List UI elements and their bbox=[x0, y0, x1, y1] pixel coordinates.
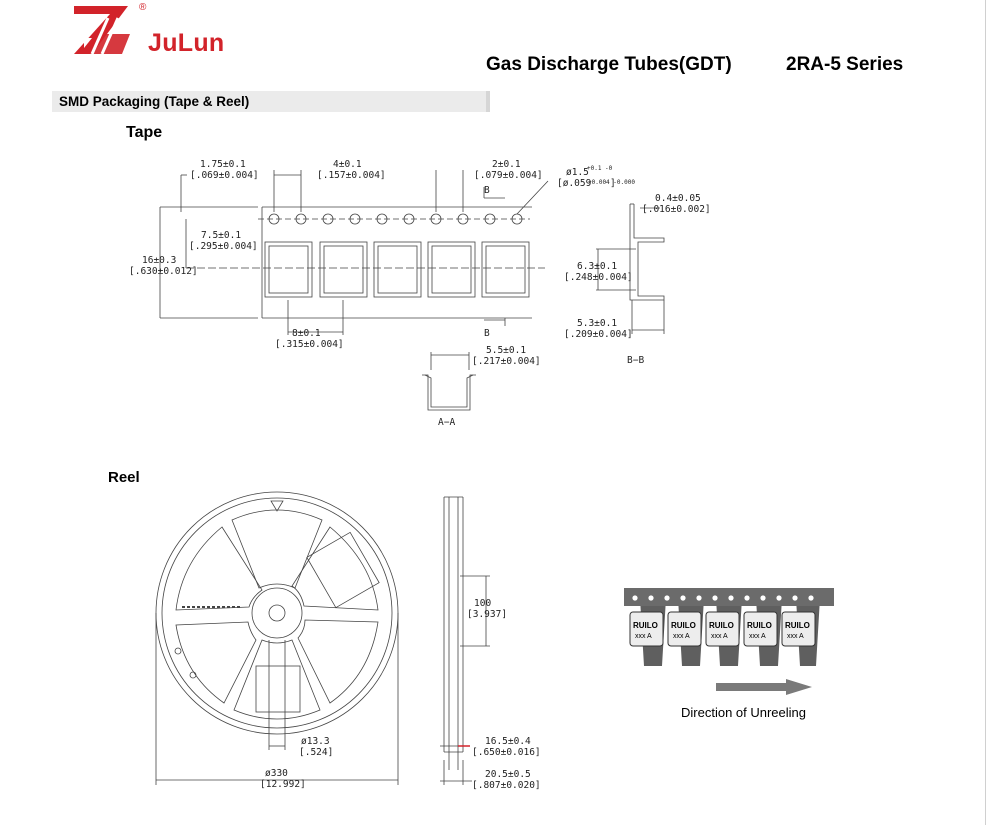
section-marker-b-bottom: B bbox=[484, 328, 490, 339]
dim-0.4-in: [.016±0.002] bbox=[642, 204, 711, 215]
dim-8-in: [.315±0.004] bbox=[275, 339, 344, 350]
view-label-aa: A−A bbox=[438, 417, 455, 428]
dim-8: 8±0.1 bbox=[292, 328, 321, 339]
document-title: Gas Discharge Tubes(GDT) bbox=[486, 54, 732, 75]
dim-4: 4±0.1 bbox=[333, 159, 362, 170]
part-label-1: RUILO bbox=[633, 621, 658, 630]
view-label-bb: B−B bbox=[627, 355, 644, 366]
dim-330: ø330 bbox=[265, 768, 288, 779]
dim-20.5-in: [.807±0.020] bbox=[472, 780, 541, 791]
dim-16: 16±0.3 bbox=[142, 255, 176, 266]
dim-16.5: 16.5±0.4 bbox=[485, 736, 531, 747]
dim-7.5: 7.5±0.1 bbox=[201, 230, 241, 241]
reel-heading: Reel bbox=[108, 469, 140, 486]
dim-5.3: 5.3±0.1 bbox=[577, 318, 617, 329]
dim-20.5: 20.5±0.5 bbox=[485, 769, 531, 780]
dim-100: 100 bbox=[474, 598, 491, 609]
dim-4-in: [.157±0.004] bbox=[317, 170, 386, 181]
dim-2: 2±0.1 bbox=[492, 159, 521, 170]
dim-100-in: [3.937] bbox=[467, 609, 507, 620]
dim-hole-tol: +0.1 -0 bbox=[587, 165, 613, 172]
part-label-3: RUILO bbox=[709, 621, 734, 630]
part-code-4: xxx A bbox=[749, 633, 766, 640]
series-name: 2RA-5 Series bbox=[786, 54, 904, 75]
part-label-5: RUILO bbox=[785, 621, 810, 630]
page-edge-rule bbox=[985, 0, 986, 825]
dim-2-in: [.079±0.004] bbox=[474, 170, 543, 181]
dim-16-in: [.630±0.012] bbox=[129, 266, 198, 277]
part-code-5: xxx A bbox=[787, 633, 804, 640]
tape-heading: Tape bbox=[126, 124, 163, 141]
dim-hole-in: [ø.059 bbox=[557, 178, 592, 189]
dim-13.3: ø13.3 bbox=[301, 736, 330, 747]
dim-6.3-in: [.248±0.004] bbox=[564, 272, 633, 283]
dim-hole-in-close: ] bbox=[610, 178, 616, 189]
dim-hole-in-tol: +0.004 -0.000 bbox=[588, 179, 635, 186]
unreel-arrow-icon bbox=[716, 679, 812, 695]
dim-0.4: 0.4±0.05 bbox=[655, 193, 701, 204]
dim-1.75-in: [.069±0.004] bbox=[190, 170, 259, 181]
part-code-1: xxx A bbox=[635, 633, 652, 640]
registered-mark: ® bbox=[139, 2, 147, 13]
section-marker-b-top: B bbox=[484, 185, 490, 196]
unreel-caption: Direction of Unreeling bbox=[681, 705, 807, 720]
part-label-4: RUILO bbox=[747, 621, 772, 630]
dim-330-in: [12.992] bbox=[260, 779, 306, 790]
part-label-2: RUILO bbox=[671, 621, 696, 630]
dim-5.5: 5.5±0.1 bbox=[486, 345, 526, 356]
tape-photo: RUILO xxx A RUILO xxx A RUILO xxx A RUIL… bbox=[624, 588, 834, 666]
dim-1.75: 1.75±0.1 bbox=[200, 159, 246, 170]
dim-6.3: 6.3±0.1 bbox=[577, 261, 617, 272]
dim-13.3-in: [.524] bbox=[299, 747, 333, 758]
section-header: SMD Packaging (Tape & Reel) bbox=[52, 91, 490, 112]
part-code-3: xxx A bbox=[711, 633, 728, 640]
brand-name: JuLun bbox=[148, 29, 225, 57]
dim-5.3-in: [.209±0.004] bbox=[564, 329, 633, 340]
dim-16.5-in: [.650±0.016] bbox=[472, 747, 541, 758]
part-code-2: xxx A bbox=[673, 633, 690, 640]
dim-hole: ø1.5 bbox=[566, 167, 589, 178]
dim-5.5-in: [.217±0.004] bbox=[472, 356, 541, 367]
julun-logo-icon bbox=[74, 6, 130, 55]
dim-7.5-in: [.295±0.004] bbox=[189, 241, 258, 252]
